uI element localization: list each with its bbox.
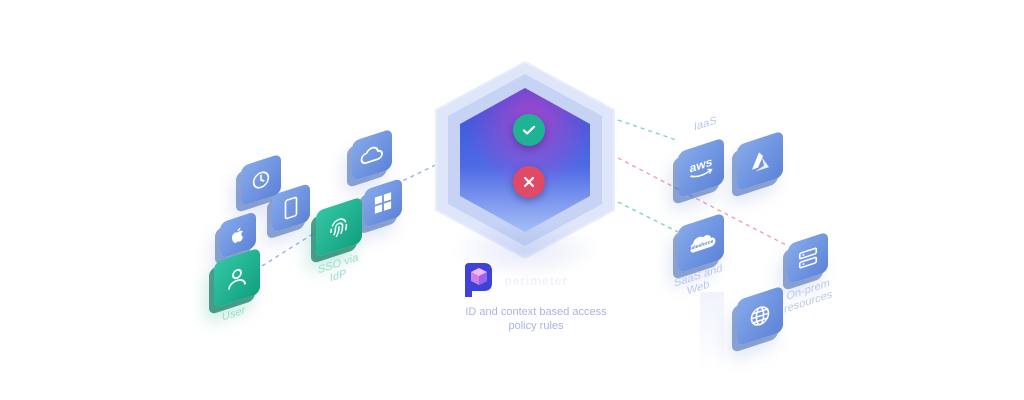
- windows-icon: [374, 192, 392, 214]
- check-icon: [522, 125, 536, 135]
- phone-icon: [284, 196, 298, 220]
- cloud-icon: [360, 146, 383, 165]
- perimeter-logo-icon: [465, 263, 492, 297]
- policy-caption-line1: ID and context based access: [465, 306, 607, 318]
- svg-text:aws: aws: [690, 155, 713, 176]
- salesforce-logo: salesforce: [689, 235, 716, 253]
- azure-tile: [737, 130, 783, 192]
- hub-to-iaas-line: [617, 119, 677, 141]
- x-icon: [523, 176, 535, 188]
- allow-badge: [513, 114, 545, 146]
- salesforce-tile: salesforce: [678, 212, 724, 274]
- user-to-sso-line: [261, 231, 317, 267]
- azure-icon: [752, 152, 769, 172]
- user-icon: [228, 268, 246, 290]
- windows-tile: [364, 177, 402, 229]
- policy-caption: ID and context based access policy rules: [436, 305, 636, 333]
- cloud-tile: [352, 128, 392, 182]
- aws-logo: aws: [690, 155, 713, 178]
- globe-icon: [750, 306, 770, 326]
- access-hub: [430, 60, 620, 280]
- aws-tile: aws: [678, 137, 724, 199]
- hub-to-saas-line: [617, 201, 679, 233]
- brand-block: perimeter: [460, 261, 568, 299]
- fingerprint-tile: [316, 196, 362, 258]
- hub-hexagon: [435, 61, 615, 259]
- sso-to-hub-line: [395, 159, 447, 185]
- apple-tile: [220, 211, 256, 259]
- server-tile: [788, 231, 828, 285]
- saas-fade: [700, 292, 724, 372]
- phone-tile: [272, 182, 310, 234]
- apple-icon: [231, 227, 244, 243]
- server-icon: [798, 247, 818, 269]
- globe-tile: [737, 285, 783, 347]
- user-tile: [214, 247, 260, 309]
- clock-icon: [252, 171, 270, 189]
- policy-caption-line2: policy rules: [508, 320, 564, 332]
- fingerprint-icon: [330, 218, 348, 238]
- deny-badge: [513, 166, 545, 198]
- clock-tile: [241, 153, 281, 207]
- brand-name: perimeter: [504, 272, 568, 288]
